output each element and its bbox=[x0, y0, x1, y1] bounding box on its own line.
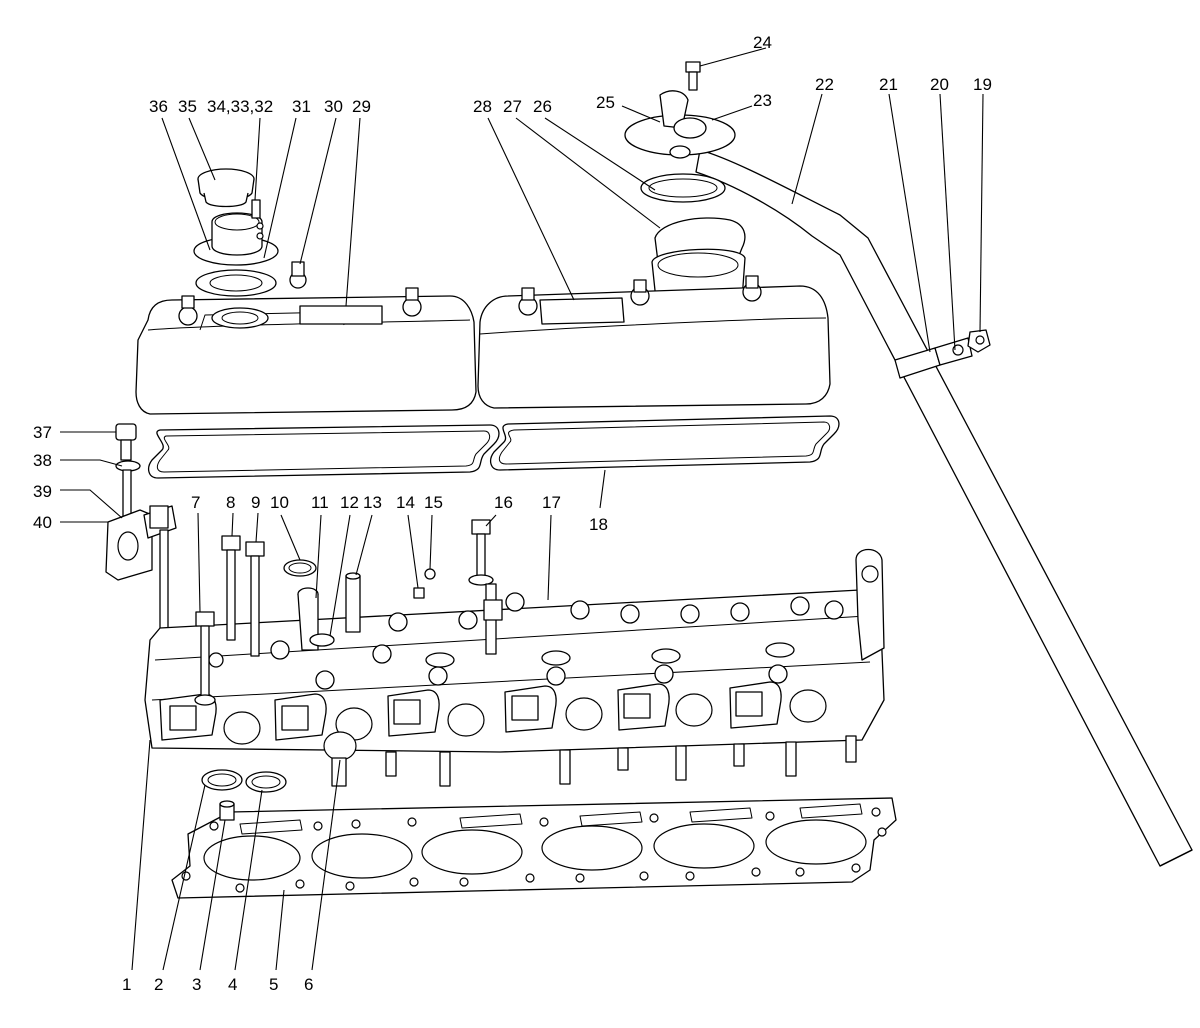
callout-labels: 1 2 3 4 5 6 7 8 9 10 11 12 13 14 15 16 1… bbox=[33, 33, 992, 994]
callout-18: 18 bbox=[589, 515, 608, 534]
callout-28: 28 bbox=[473, 97, 492, 116]
callout-25: 25 bbox=[596, 93, 615, 112]
callout-7: 7 bbox=[191, 493, 200, 512]
leader-lines bbox=[60, 47, 984, 971]
callout-38: 38 bbox=[33, 451, 52, 470]
oil-filler-cap bbox=[193, 168, 279, 297]
callout-36: 36 bbox=[149, 97, 168, 116]
callout-24: 24 bbox=[753, 33, 772, 52]
callout-17: 17 bbox=[542, 493, 561, 512]
callout-34-33-32: 34,33,32 bbox=[207, 97, 273, 116]
port-seal-rings bbox=[201, 769, 287, 821]
callout-23: 23 bbox=[753, 91, 772, 110]
head-bottom-studs bbox=[385, 735, 857, 787]
callout-27: 27 bbox=[503, 97, 522, 116]
callout-35: 35 bbox=[178, 97, 197, 116]
callout-3: 3 bbox=[192, 975, 201, 994]
head-gasket bbox=[171, 797, 897, 899]
valve-cover-gaskets bbox=[147, 415, 840, 479]
callout-30: 30 bbox=[324, 97, 343, 116]
callout-5: 5 bbox=[269, 975, 278, 994]
callout-2: 2 bbox=[154, 975, 163, 994]
callout-1: 1 bbox=[122, 975, 131, 994]
right-valve-cover bbox=[477, 275, 831, 409]
callout-20: 20 bbox=[930, 75, 949, 94]
callout-21: 21 bbox=[879, 75, 898, 94]
head-bolts bbox=[194, 519, 503, 787]
callout-12: 12 bbox=[340, 493, 359, 512]
head-top-nuts bbox=[208, 592, 844, 690]
callout-22: 22 bbox=[815, 75, 834, 94]
callout-39: 39 bbox=[33, 482, 52, 501]
callout-16: 16 bbox=[494, 493, 513, 512]
callout-15: 15 bbox=[424, 493, 443, 512]
breather-tube bbox=[695, 149, 1193, 867]
lifting-bracket bbox=[105, 423, 177, 641]
callout-4: 4 bbox=[228, 975, 237, 994]
callout-37: 37 bbox=[33, 423, 52, 442]
cylinder-head bbox=[144, 548, 885, 787]
left-valve-cover bbox=[135, 261, 477, 415]
callout-13: 13 bbox=[363, 493, 382, 512]
callout-11: 11 bbox=[311, 493, 329, 512]
callout-26: 26 bbox=[533, 97, 552, 116]
callout-29: 29 bbox=[352, 97, 371, 116]
callout-19: 19 bbox=[973, 75, 992, 94]
callout-8: 8 bbox=[226, 493, 235, 512]
callout-14: 14 bbox=[396, 493, 415, 512]
callout-31: 31 bbox=[292, 97, 311, 116]
callout-9: 9 bbox=[251, 493, 260, 512]
gasket-holes bbox=[181, 807, 887, 893]
callout-6: 6 bbox=[304, 975, 313, 994]
callout-10: 10 bbox=[270, 493, 289, 512]
callout-40: 40 bbox=[33, 513, 52, 532]
